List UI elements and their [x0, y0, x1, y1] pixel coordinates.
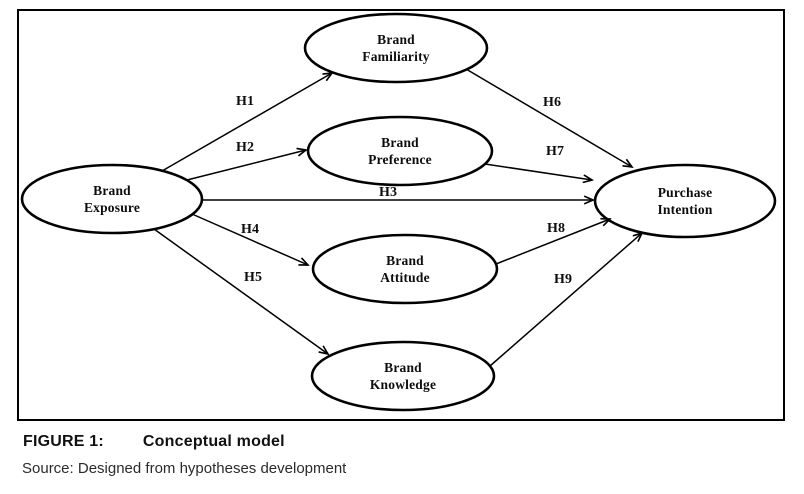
edge-label-h6: H6: [543, 95, 561, 110]
edge-label-h8: H8: [547, 221, 565, 236]
node-label-line: Attitude: [380, 270, 430, 285]
figure-caption-label: FIGURE 1:: [23, 433, 104, 450]
node-ellipse-brand-knowledge: [310, 340, 496, 412]
node-label-line: Familiarity: [362, 49, 430, 64]
node-label-brand-exposure: Brand Exposure: [84, 182, 140, 216]
node-ellipse-brand-familiarity: [303, 12, 489, 84]
edge-label-h4: H4: [241, 222, 259, 237]
node-label-line: Brand: [93, 183, 131, 198]
edge-label-h9: H9: [554, 272, 572, 287]
edge-arrow-h6: [465, 68, 632, 167]
edge-arrow-h5: [153, 228, 328, 354]
node-label-line: Preference: [368, 152, 432, 167]
edge-label-h7: H7: [546, 144, 564, 159]
node-label-line: Brand: [386, 253, 424, 268]
edge-arrow-h4: [191, 213, 308, 265]
node-label-line: Brand: [381, 135, 419, 150]
node-label-brand-knowledge: Brand Knowledge: [370, 359, 436, 393]
edge-arrow-h8: [495, 219, 610, 265]
node-label-line: Brand: [384, 360, 422, 375]
edge-label-h5: H5: [244, 270, 262, 285]
figure-caption: FIGURE 1: Conceptual model: [23, 433, 285, 451]
node-label-line: Brand: [377, 32, 415, 47]
figure-caption-title: Conceptual model: [142, 433, 285, 450]
edge-arrow-h1: [161, 73, 332, 172]
node-label-line: Exposure: [83, 200, 141, 215]
diagram-canvas: [20, 12, 777, 412]
node-label-line: Intention: [657, 202, 713, 217]
node-label-line: Knowledge: [369, 377, 437, 392]
node-label-brand-preference: Brand Preference: [368, 134, 432, 168]
figure-source-note: Source: Designed from hypotheses develop…: [22, 460, 347, 477]
node-label-brand-familiarity: Brand Familiarity: [362, 31, 429, 65]
edge-arrow-h9: [489, 233, 642, 367]
edge-label-h2: H2: [236, 140, 254, 155]
edge-arrow-h7: [484, 163, 592, 180]
node-ellipse-brand-preference: [306, 115, 494, 187]
node-label-line: Purchase: [657, 185, 713, 200]
node-label-purchase-intention: Purchase Intention: [657, 184, 712, 218]
node-ellipse-purchase-intention: [593, 163, 777, 239]
node-label-brand-attitude: Brand Attitude: [380, 252, 430, 286]
edge-label-h3: H3: [379, 185, 397, 200]
node-ellipse-brand-exposure: [20, 163, 204, 235]
conceptual-model-diagram: Brand Exposure Brand Familiarity Brand P…: [17, 9, 785, 421]
node-ellipse-brand-attitude: [311, 233, 499, 305]
edge-arrow-h2: [186, 150, 306, 181]
edge-label-h1: H1: [236, 94, 254, 109]
